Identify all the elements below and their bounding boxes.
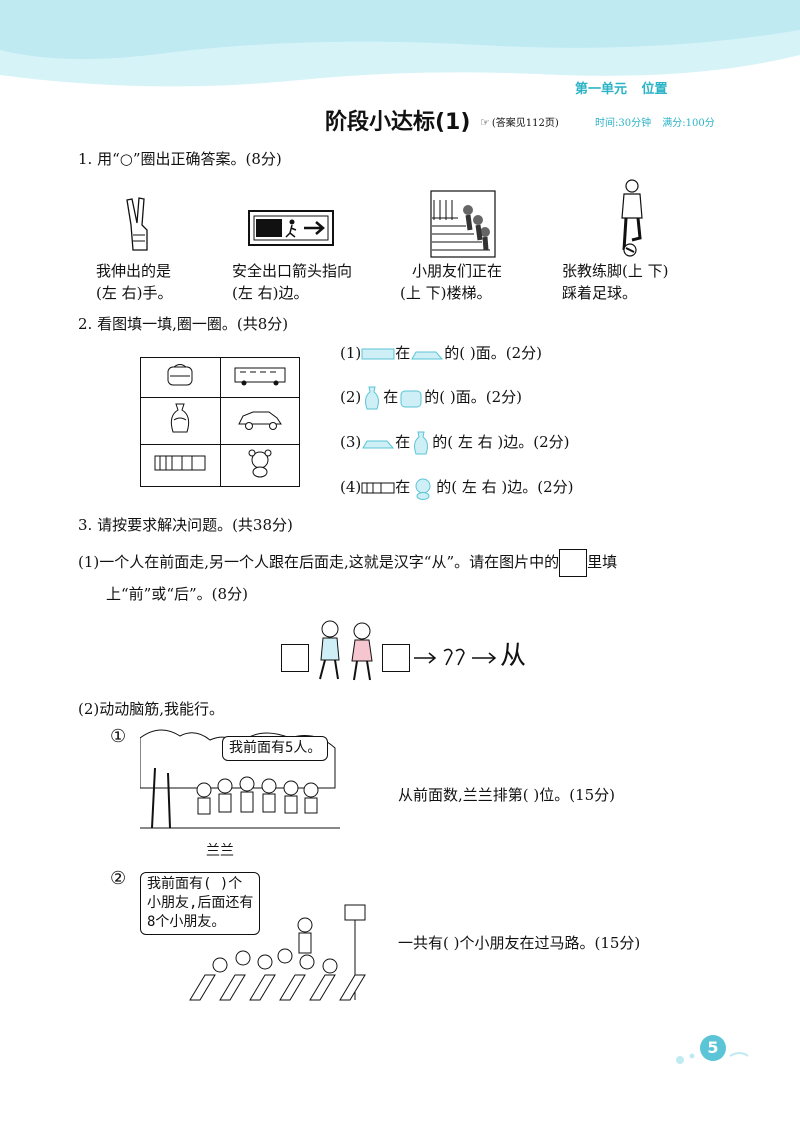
answer-note-text: (答案见112页) <box>491 118 559 129</box>
sub2-speech-bubble: 我前面有( )个 小朋友,后面还有 8个小朋友。 <box>140 872 261 935</box>
sub1-number: ① <box>110 726 127 747</box>
full-score: 满分:100分 <box>662 118 715 129</box>
header-banner <box>0 0 800 87</box>
unit-topic: 位置 <box>641 82 668 97</box>
q1-item-2-line1: 安全出口箭头指向 <box>232 262 353 280</box>
q3-p1-line2: 上“前”或“后”。(8分) <box>106 585 248 603</box>
q2-item-2-b: 的( )面。(2分) <box>424 388 522 406</box>
answer-box-inline <box>559 549 588 577</box>
q2-heading: 2. 看图填一填,圈一圈。(共8分) <box>78 315 289 333</box>
hand-icon <box>126 197 148 251</box>
two-children-walking-icon <box>319 620 373 681</box>
cong-character: 从 <box>500 641 527 671</box>
q2-item-3-b: 的( 左 右 )边。(2分) <box>432 433 570 451</box>
pointing-hand-icon: ☞ <box>480 116 490 129</box>
grid-cell-backpack <box>140 357 221 398</box>
sub2-question: 一共有( )个小朋友在过马路。(15分) <box>398 934 641 952</box>
bear-toy-icon <box>415 478 431 500</box>
page-decoration-dots <box>676 1052 749 1064</box>
unit-name: 第一单元 <box>575 82 628 97</box>
bear-toy-icon <box>248 449 272 478</box>
q2-item-3: (3) 在 的( 左 右 )边。(2分) <box>340 430 570 456</box>
grid-cell-train <box>219 357 300 398</box>
grid-cell-vase <box>140 396 221 445</box>
lanlan-label: 兰兰 <box>206 843 234 859</box>
q1-item-1-line1: 我伸出的是 <box>96 262 172 280</box>
pencil-box-icon <box>361 482 395 494</box>
q1-item-4-line2: 踩着足球。 <box>562 284 638 302</box>
children-crossing-road-illustration <box>189 904 366 1001</box>
unit-label: 第一单元 位置 <box>575 78 678 97</box>
time-info: 时间:30分钟 满分:100分 <box>595 114 723 129</box>
q1-item-2-line2: (左 右)边。 <box>232 284 309 302</box>
grid-cell-bear <box>219 443 300 488</box>
object-grid <box>140 357 300 488</box>
train-icon <box>234 367 286 386</box>
sub2-bubble-line2: 小朋友,后面还有 <box>147 895 254 911</box>
vase-icon <box>171 403 190 433</box>
pencil-box-icon <box>154 455 206 471</box>
answer-box-front[interactable] <box>281 644 309 672</box>
coach-icon <box>621 179 643 257</box>
q2-item-1-a: 在 <box>395 344 411 362</box>
page-title: 阶段小达标(1) <box>325 110 471 135</box>
sub2-number: ② <box>110 868 127 889</box>
backpack-icon <box>400 390 422 408</box>
q3-p1-line1a: (1)一个人在前面走,另一个人跟在后面走,这就是汉字“从”。请在图片中的 <box>78 553 560 571</box>
vase-icon <box>365 386 380 410</box>
exit-sign-icon <box>248 210 334 246</box>
q2-item-1-b: 的( )面。(2分) <box>444 344 542 362</box>
q2-item-4: (4) 在 的( 左 右 )边。(2分) <box>340 476 574 500</box>
q1-item-3-line1: 小朋友们正在 <box>412 262 503 280</box>
answer-note: ☞(答案见112页) <box>480 114 559 129</box>
sub1-speech-bubble: 我前面有5人。 <box>222 736 329 761</box>
time-limit: 时间:30分钟 <box>595 118 652 129</box>
grid-cell-pencil-box <box>140 443 221 488</box>
q3-p1-line1b: 里填 <box>587 553 618 571</box>
sub2-bubble-line1: 我前面有( )个 <box>147 876 243 892</box>
q1-heading: 1. 用“○”圈出正确答案。(8分) <box>78 150 282 168</box>
sub2-bubble-line3: 8个小朋友。 <box>147 914 226 930</box>
q3-heading: 3. 请按要求解决问题。(共38分) <box>78 516 293 534</box>
q2-item-4-a: 在 <box>395 478 411 496</box>
transform-arrows-icon <box>414 648 497 666</box>
q2-item-3-a: 在 <box>395 433 411 451</box>
stairs-icon <box>430 190 496 258</box>
page-number: 5 <box>700 1035 726 1061</box>
q1-item-3-line2: (上 下)楼梯。 <box>400 284 492 302</box>
q2-item-2: (2) 在 的( )面。(2分) <box>340 385 522 411</box>
q2-item-1-num: (1) <box>340 344 362 362</box>
q2-item-2-num: (2) <box>340 388 362 406</box>
car-icon <box>362 440 395 449</box>
q2-item-4-num: (4) <box>340 478 362 496</box>
q1-item-4-line1: 张教练脚(上 下) <box>562 262 669 280</box>
q2-item-3-num: (3) <box>340 433 362 451</box>
q2-item-4-b: 的( 左 右 )边。(2分) <box>436 478 574 496</box>
backpack-icon <box>167 364 193 386</box>
vase-icon <box>414 431 429 455</box>
sub1-question: 从前面数,兰兰排第( )位。(15分) <box>398 786 616 804</box>
train-icon <box>361 348 395 360</box>
q2-item-1: (1) 在 的( )面。(2分) <box>340 342 542 364</box>
q1-item-1-line2: (左 右)手。 <box>96 284 173 302</box>
grid-cell-car <box>219 396 300 445</box>
q3-p1-line1: (1)一个人在前面走,另一个人跟在后面走,这就是汉字“从”。请在图片中的 里填 <box>78 549 617 577</box>
answer-box-back[interactable] <box>382 644 410 672</box>
q3-p2-heading: (2)动动脑筋,我能行。 <box>78 700 225 718</box>
car-icon <box>411 351 444 360</box>
car-icon <box>237 411 282 430</box>
q2-item-2-a: 在 <box>383 388 399 406</box>
